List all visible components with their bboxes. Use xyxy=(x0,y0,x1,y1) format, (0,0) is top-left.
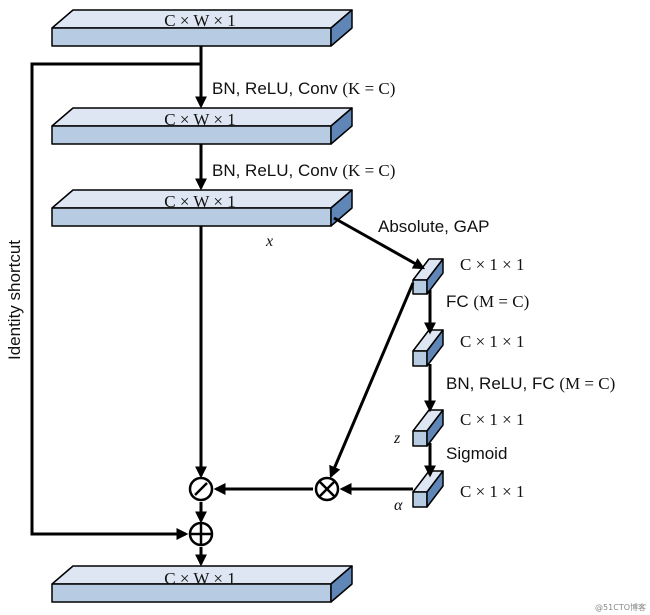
identity-shortcut-label: Identity shortcut xyxy=(5,240,24,360)
variable-z-label: z xyxy=(393,430,401,447)
block-fc1-label: C × 1 × 1 xyxy=(460,332,525,351)
block-output-label: C × W × 1 xyxy=(164,569,235,588)
identity-shortcut-path xyxy=(30,62,201,540)
block-fc2-label: C × 1 × 1 xyxy=(460,410,525,429)
arrow-x-to-gap xyxy=(333,216,426,270)
block-conv2-output: C × W × 1 xyxy=(51,189,353,227)
step-conv1-label: BN, ReLU, Conv (K = C) xyxy=(212,79,395,98)
arrow-gap-to-multiply xyxy=(329,282,415,479)
block-output: C × W × 1 xyxy=(51,565,353,603)
step-sigmoid-label: Sigmoid xyxy=(446,444,507,463)
block-gap-label: C × 1 × 1 xyxy=(460,255,525,274)
block-conv1-output: C × W × 1 xyxy=(51,107,353,145)
step-fc1-label: FC (M = C) xyxy=(446,292,529,311)
step-conv2-label: BN, ReLU, Conv (K = C) xyxy=(212,161,395,180)
block-fc2-output xyxy=(412,409,444,447)
block-gap-output xyxy=(412,258,444,295)
variable-alpha-label: α xyxy=(394,497,403,514)
block-input: C × W × 1 xyxy=(51,9,353,47)
block-fc1-output xyxy=(412,329,444,367)
variable-x-label: x xyxy=(265,233,273,250)
add-operator xyxy=(188,521,214,547)
block-sigmoid-output xyxy=(412,470,444,508)
step-fc2-label: BN, ReLU, FC (M = C) xyxy=(446,374,615,393)
multiply-operator xyxy=(314,476,340,502)
watermark-text: @51CTO博客 xyxy=(595,602,646,612)
block-sigmoid-label: C × 1 × 1 xyxy=(460,482,525,501)
block-conv2-label: C × W × 1 xyxy=(164,192,235,211)
soft-threshold-operator xyxy=(188,476,214,502)
block-input-label: C × W × 1 xyxy=(164,11,235,30)
block-conv1-label: C × W × 1 xyxy=(164,110,235,129)
step-gap-label: Absolute, GAP xyxy=(378,217,490,236)
